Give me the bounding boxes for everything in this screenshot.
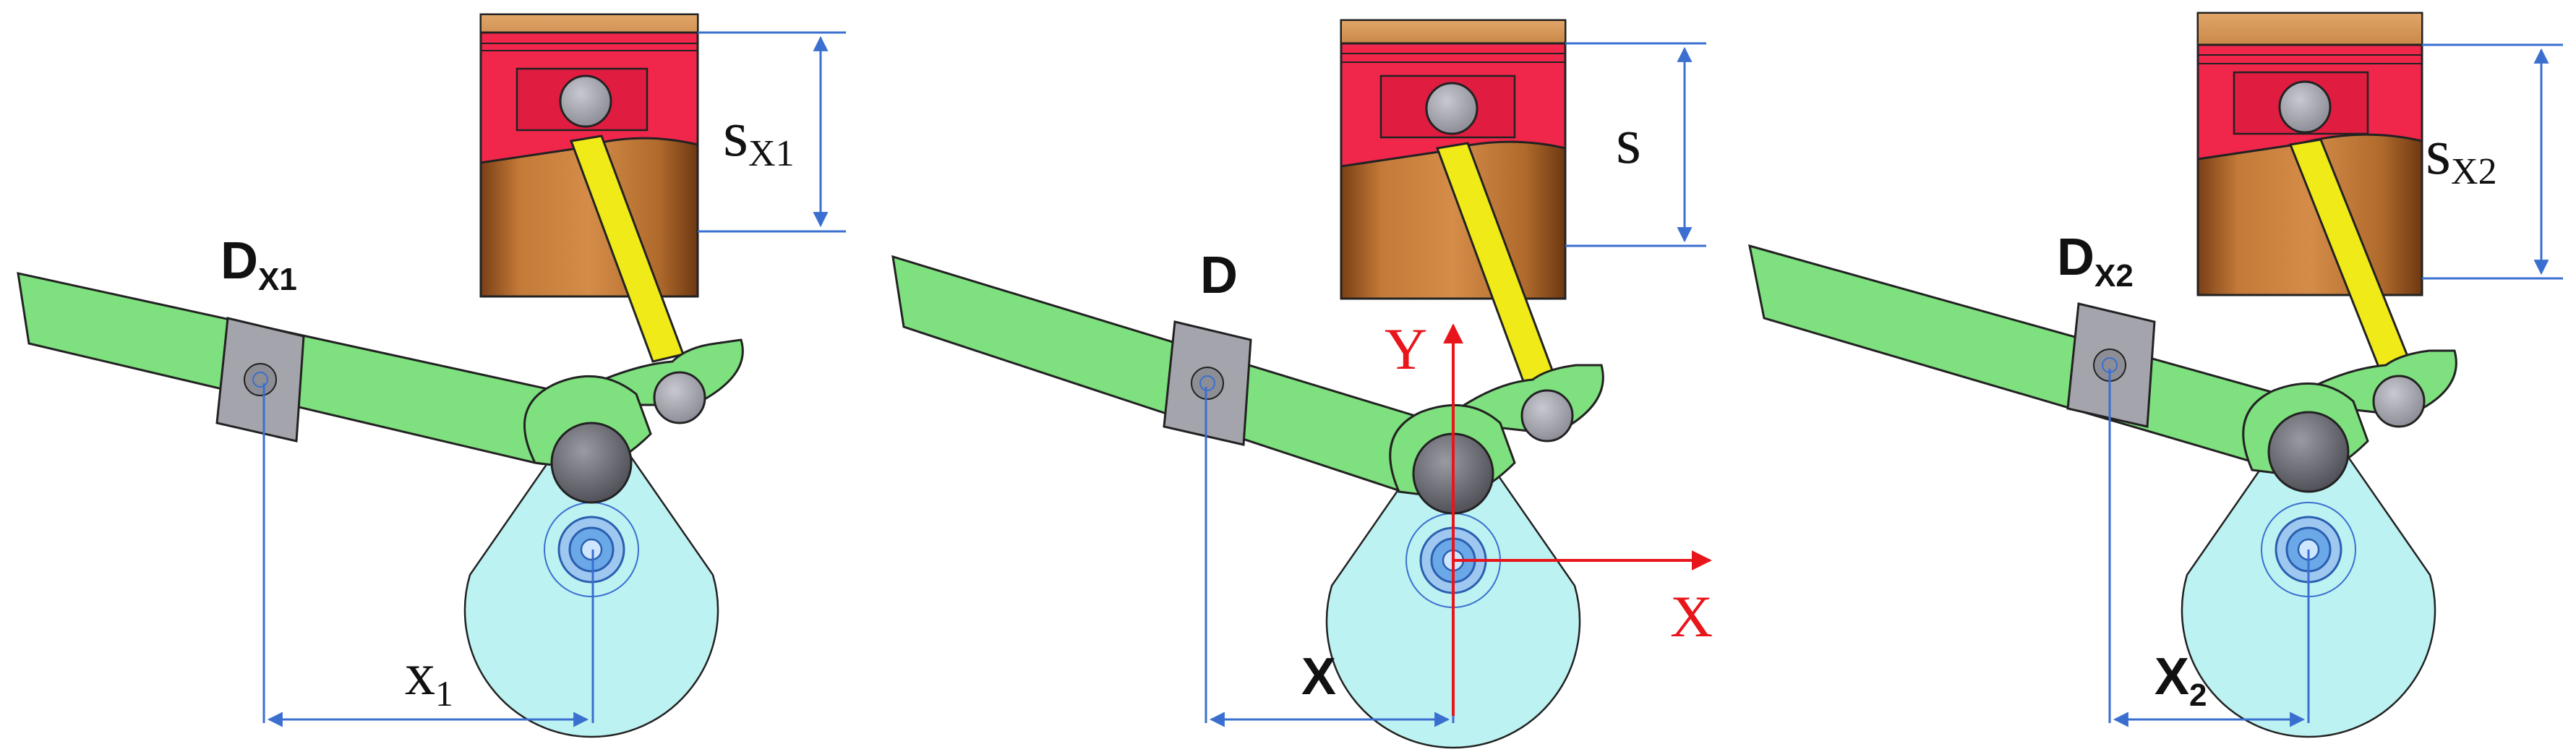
panel-left: DX1 sX1 x1: [17, 13, 846, 738]
stroke-label-right: s: [2426, 116, 2451, 188]
pivot-sub-right: X2: [2094, 258, 2134, 294]
svg-text:sX2: sX2: [2426, 116, 2497, 192]
distance-sub-left: 1: [435, 673, 453, 714]
svg-text:sX1: sX1: [723, 98, 795, 174]
x-axis-label: X: [1670, 584, 1713, 649]
pivot-label-middle: D: [1200, 247, 1238, 304]
svg-text:x1: x1: [405, 641, 453, 714]
stroke-label-middle: s: [1616, 106, 1641, 177]
slider-block-right: [2066, 302, 2156, 428]
y-axis-label: Y: [1385, 316, 1427, 382]
piston-middle: [1340, 42, 1567, 168]
panel-right: DX2 sX2 X2: [1748, 12, 2563, 738]
cylinder-middle: [1340, 19, 1567, 300]
stroke-sub-right: X2: [2451, 151, 2497, 192]
rod-pin-left: [653, 371, 706, 424]
stroke-label-left: s: [723, 98, 748, 170]
piston-right: [2196, 43, 2423, 161]
panel-middle: Y X D s X: [891, 19, 1713, 749]
distance-label-right: X: [2154, 648, 2189, 706]
rod-pin-right: [2372, 375, 2426, 428]
shaft-left: [550, 422, 633, 504]
distance-label-left: x: [405, 641, 435, 708]
dimension-right: [2108, 43, 2563, 727]
pivot-label-right: D: [2057, 228, 2094, 286]
pivot-sub-left: X1: [258, 262, 297, 297]
shaft-right: [2267, 411, 2350, 493]
svg-text:X2: X2: [2154, 648, 2207, 713]
pivot-label-left: D: [221, 232, 258, 290]
slider-block-left: [215, 317, 305, 443]
stroke-sub-left: X1: [748, 133, 795, 174]
svg-text:DX1: DX1: [221, 232, 297, 297]
distance-label-middle: X: [1301, 648, 1336, 706]
distance-sub-right: 2: [2189, 678, 2207, 713]
slider-block-middle: [1163, 320, 1252, 446]
dimension-left: [262, 31, 846, 727]
svg-text:DX2: DX2: [2057, 228, 2134, 294]
cylinder-right: [2196, 12, 2423, 296]
rod-pin-middle: [1520, 389, 1574, 443]
coordinate-axes: [1443, 323, 1712, 716]
